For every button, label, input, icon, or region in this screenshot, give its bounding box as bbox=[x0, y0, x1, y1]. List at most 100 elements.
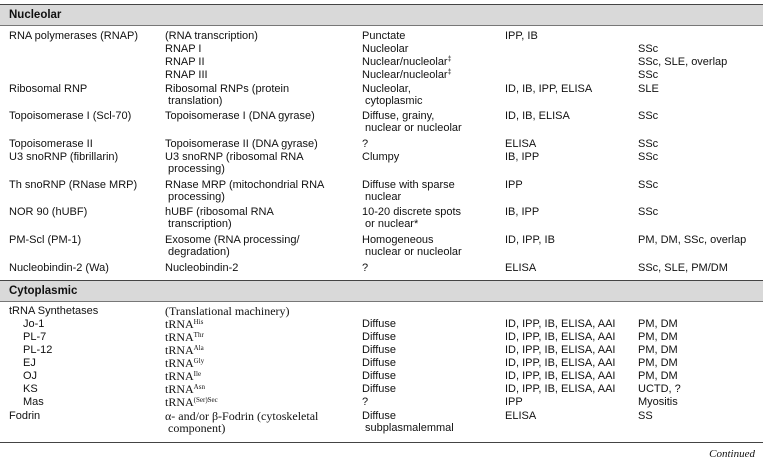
disease-cell: SSc bbox=[638, 151, 659, 163]
pattern-cell: Diffuse bbox=[362, 318, 397, 330]
disease-cell: SSc bbox=[638, 138, 659, 150]
pattern-cell: Diffuse, grainy, nuclear or nucleolar bbox=[362, 110, 462, 134]
function-cell: tRNAAsn bbox=[165, 382, 205, 396]
function-text: tRNA bbox=[165, 395, 194, 409]
antigen-cell: Topoisomerase I (Scl-70) bbox=[9, 110, 132, 122]
function-cell: (Translational machinery) bbox=[165, 304, 290, 318]
method-cell: ELISA bbox=[505, 262, 537, 274]
function-cell: Topoisomerase I (DNA gyrase) bbox=[165, 110, 315, 122]
disease-cell: UCTD, ? bbox=[638, 383, 681, 395]
disease-cell: SS bbox=[638, 410, 653, 422]
function-text: tRNA bbox=[165, 330, 194, 344]
pattern-cell: Diffuse bbox=[362, 344, 397, 356]
method-cell: IPP, IB bbox=[505, 30, 538, 42]
pattern-cell: 10-20 discrete spots or nuclear* bbox=[362, 206, 462, 230]
amino-acid-superscript: (Ser)Sec bbox=[193, 396, 218, 404]
function-text: tRNA bbox=[165, 382, 194, 396]
antigen-cell: PM-Scl (PM-1) bbox=[9, 234, 82, 246]
disease-cell: SSc bbox=[638, 43, 659, 55]
function-text: tRNA bbox=[165, 317, 194, 331]
function-cell: U3 snoRNP (ribosomal RNA processing) bbox=[165, 151, 304, 175]
method-cell: ID, IPP, IB, ELISA, AAI bbox=[505, 357, 616, 369]
table-bottom-rule bbox=[0, 442, 763, 443]
section-title: Cytoplasmic bbox=[9, 285, 78, 297]
pattern-cell: Clumpy bbox=[362, 151, 400, 163]
disease-cell: SSc bbox=[638, 110, 659, 122]
disease-cell: SSc bbox=[638, 179, 659, 191]
method-cell: ID, IPP, IB, ELISA, AAI bbox=[505, 331, 616, 343]
method-cell: ID, IPP, IB, ELISA, AAI bbox=[505, 318, 616, 330]
function-cell: RNAP I bbox=[165, 43, 202, 55]
footnote-mark: ‡ bbox=[447, 69, 452, 76]
amino-acid-superscript: Thr bbox=[193, 331, 204, 339]
antigen-cell: KS bbox=[23, 383, 38, 395]
disease-cell: PM, DM bbox=[638, 370, 678, 382]
antigen-cell: NOR 90 (hUBF) bbox=[9, 206, 88, 218]
antigen-cell: Fodrin bbox=[9, 410, 41, 422]
antigen-cell: Jo-1 bbox=[23, 318, 45, 330]
function-cell: RNAP II bbox=[165, 56, 205, 68]
function-text: tRNA bbox=[165, 369, 194, 383]
pattern-cell: ? bbox=[362, 396, 369, 408]
function-cell: tRNAHis bbox=[165, 317, 204, 331]
antigen-cell: EJ bbox=[23, 357, 36, 369]
function-text: tRNA bbox=[165, 356, 194, 370]
disease-cell: SLE bbox=[638, 83, 659, 95]
function-cell: Ribosomal RNPs (protein translation) bbox=[165, 83, 290, 107]
method-cell: ID, IPP, IB, ELISA, AAI bbox=[505, 383, 616, 395]
method-cell: IPP bbox=[505, 179, 523, 191]
pattern-cell: ? bbox=[362, 138, 369, 150]
pattern-cell: Diffuse bbox=[362, 370, 397, 382]
pattern-cell: Nuclear/nucleolar‡ bbox=[362, 56, 452, 69]
method-cell: ID, IPP, IB, ELISA, AAI bbox=[505, 370, 616, 382]
pattern-cell: Nucleolar bbox=[362, 43, 409, 55]
disease-cell: PM, DM bbox=[638, 357, 678, 369]
pattern-cell: Diffuse bbox=[362, 383, 397, 395]
amino-acid-superscript: Ile bbox=[193, 370, 202, 378]
function-cell: tRNAAla bbox=[165, 343, 204, 357]
disease-cell: PM, DM bbox=[638, 344, 678, 356]
function-cell: tRNA(Ser)Sec bbox=[165, 395, 218, 409]
method-cell: ID, IPP, IB bbox=[505, 234, 555, 246]
function-cell: tRNAGly bbox=[165, 356, 205, 370]
function-cell: (RNA transcription) bbox=[165, 30, 258, 42]
continued-note: Continued bbox=[709, 448, 755, 460]
pattern-cell: Homogeneous nuclear or nucleolar bbox=[362, 234, 462, 258]
pattern-cell: ? bbox=[362, 262, 369, 274]
disease-cell: SSc, SLE, PM/DM bbox=[638, 262, 728, 274]
amino-acid-superscript: Asn bbox=[193, 383, 205, 391]
antigen-cell: RNA polymerases (RNAP) bbox=[9, 30, 138, 42]
antigen-cell: Th snoRNP (RNase MRP) bbox=[9, 179, 138, 191]
disease-cell: SSc, SLE, overlap bbox=[638, 56, 728, 68]
section-title: Nucleolar bbox=[9, 9, 62, 21]
pattern-cell: Nuclear/nucleolar‡ bbox=[362, 69, 452, 82]
section-header-cytoplasmic: Cytoplasmic bbox=[0, 280, 763, 302]
amino-acid-superscript: Gly bbox=[193, 357, 205, 365]
pattern-cell: Diffuse bbox=[362, 357, 397, 369]
function-cell: RNAP III bbox=[165, 69, 208, 81]
footnote-mark: ‡ bbox=[447, 56, 452, 63]
antigen-cell: PL-7 bbox=[23, 331, 47, 343]
pattern-cell: Punctate bbox=[362, 30, 406, 42]
amino-acid-superscript: His bbox=[193, 318, 204, 326]
disease-cell: Myositis bbox=[638, 396, 678, 408]
antigen-cell: Topoisomerase II bbox=[9, 138, 93, 150]
function-cell: hUBF (ribosomal RNA transcription) bbox=[165, 206, 274, 230]
function-text: tRNA bbox=[165, 343, 194, 357]
pattern-text: Nuclear/nucleolar bbox=[362, 56, 448, 68]
function-cell: Nucleobindin-2 bbox=[165, 262, 239, 274]
disease-cell: SSc bbox=[638, 206, 659, 218]
disease-cell: SSc bbox=[638, 69, 659, 81]
antigen-cell: Mas bbox=[23, 396, 44, 408]
method-cell: ID, IB, IPP, ELISA bbox=[505, 83, 593, 95]
method-cell: ID, IB, ELISA bbox=[505, 110, 570, 122]
antigen-cell: U3 snoRNP (fibrillarin) bbox=[9, 151, 119, 163]
method-cell: ELISA bbox=[505, 410, 537, 422]
function-cell: tRNAIle bbox=[165, 369, 202, 383]
method-cell: ID, IPP, IB, ELISA, AAI bbox=[505, 344, 616, 356]
method-cell: IPP bbox=[505, 396, 523, 408]
pattern-cell: Diffuse subplasmalemmal bbox=[362, 410, 454, 434]
method-cell: IB, IPP bbox=[505, 151, 540, 163]
antigen-cell: Nucleobindin-2 (Wa) bbox=[9, 262, 109, 274]
section-header-nucleolar: Nucleolar bbox=[0, 4, 763, 26]
